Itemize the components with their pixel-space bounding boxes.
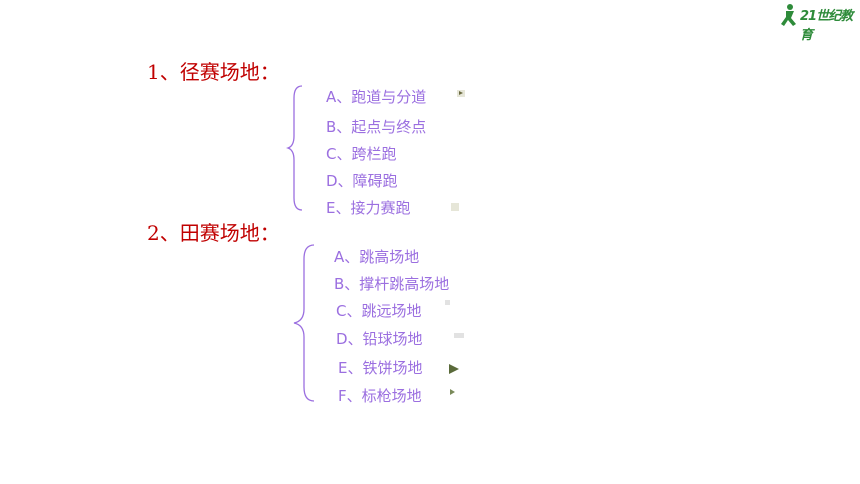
runner-logo-icon (781, 4, 796, 26)
list-item: A、跑道与分道 (326, 88, 427, 106)
list-item: B、撑杆跳高场地 (334, 275, 450, 293)
play-marker-icon (449, 364, 459, 374)
logo-text: 21世纪教育 (800, 9, 853, 43)
section-heading-field: 2、田赛场地： (147, 221, 280, 245)
play-marker-icon (450, 389, 455, 395)
sound-marker-icon (457, 90, 465, 97)
brace-track (286, 85, 303, 211)
section-heading-track: 1、径赛场地： (147, 60, 280, 84)
brand-logo: 21世纪教育 (776, 2, 856, 43)
list-item: E、接力赛跑 (326, 199, 411, 217)
list-item: D、障碍跑 (326, 172, 398, 190)
list-item: C、跨栏跑 (326, 145, 397, 163)
sound-marker-icon (451, 203, 459, 211)
list-item: D、铅球场地 (336, 330, 423, 348)
brace-field (293, 244, 315, 402)
list-item: F、标枪场地 (338, 387, 422, 405)
list-item: B、起点与终点 (326, 118, 427, 136)
list-item: E、铁饼场地 (338, 359, 423, 377)
list-item: C、跳远场地 (336, 302, 422, 320)
sound-marker-icon (454, 333, 464, 338)
list-item: A、跳高场地 (334, 248, 420, 266)
sound-marker-icon (445, 300, 450, 305)
